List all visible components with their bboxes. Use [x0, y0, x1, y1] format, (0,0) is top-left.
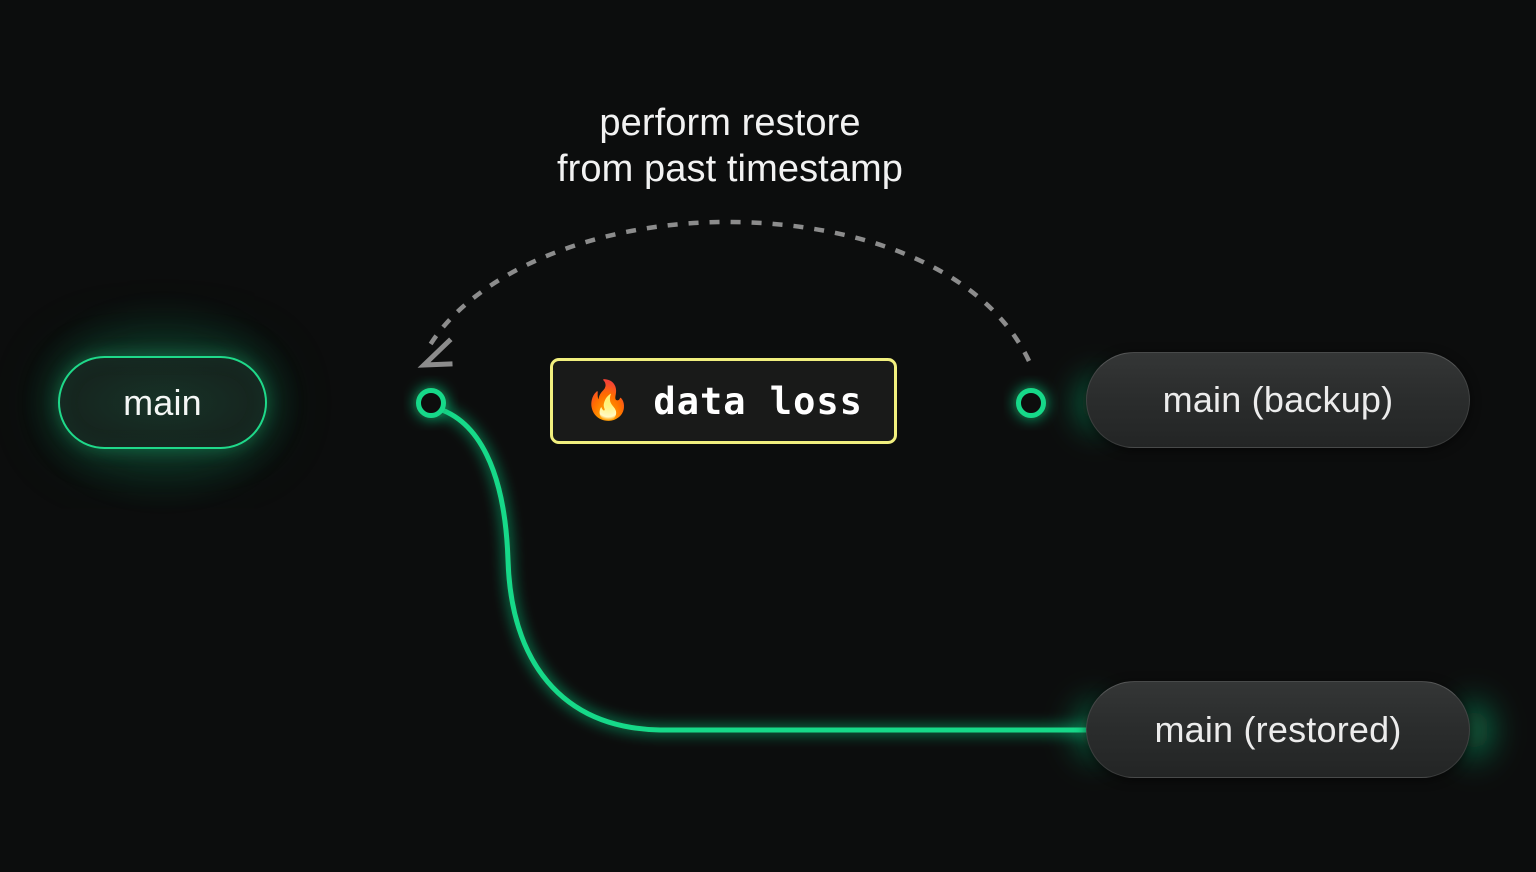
- node-main-restored-label: main (restored): [1154, 708, 1402, 750]
- commit-node-right[interactable]: [1016, 388, 1046, 418]
- node-main-backup[interactable]: main (backup): [1086, 352, 1470, 448]
- node-main[interactable]: main: [58, 356, 267, 449]
- restore-arrowhead-icon: [417, 337, 453, 368]
- restore-arc: [428, 219, 1032, 362]
- edge-branch-to-restored: [433, 405, 1103, 733]
- commit-node-left[interactable]: [416, 388, 446, 418]
- restore-annotation-text: perform restore from past timestamp: [556, 102, 904, 190]
- data-loss-box[interactable]: 🔥 data loss: [550, 358, 897, 444]
- node-main-restored[interactable]: main (restored): [1086, 681, 1470, 778]
- node-main-backup-label: main (backup): [1162, 379, 1394, 420]
- data-loss-label: data loss: [653, 379, 863, 423]
- fire-icon: 🔥: [584, 380, 632, 422]
- node-main-label: main: [123, 381, 202, 423]
